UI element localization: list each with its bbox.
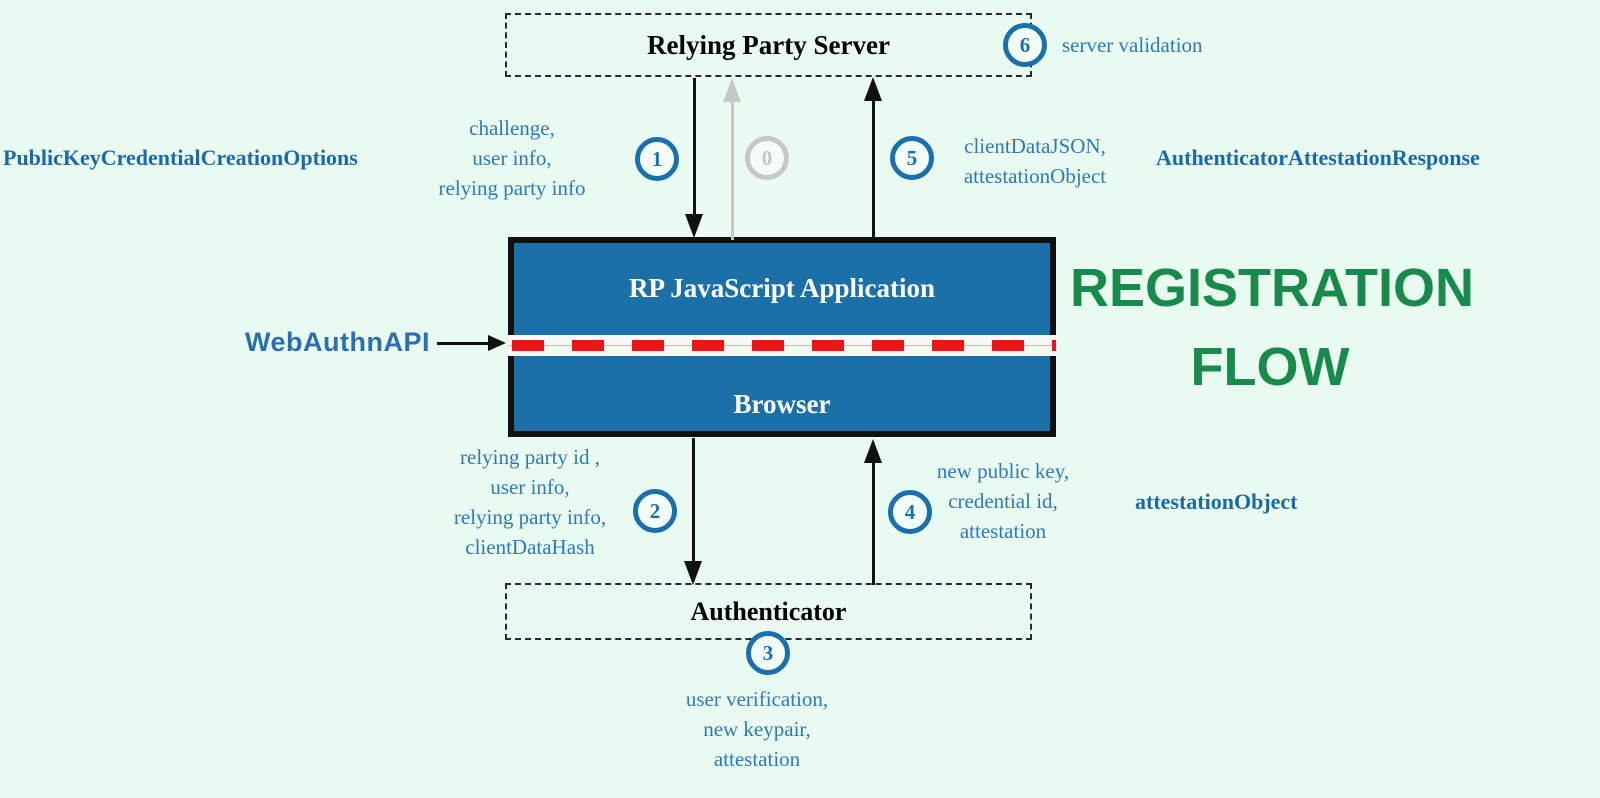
step-5-payload: clientDataJSON, attestationObject (885, 131, 1185, 191)
page-title-line1: REGISTRATION (1070, 258, 1474, 318)
step-4-payload: new public key, credential id, attestati… (853, 456, 1153, 546)
webauthn-api-label: WebAuthnAPI (245, 327, 430, 357)
step-3-number: 3 (762, 640, 774, 665)
arrow-step5-up-head (864, 77, 882, 101)
relying-party-server-label: Relying Party Server (647, 29, 890, 60)
step-2-number: 2 (649, 498, 661, 523)
step-4-badge: 4 (888, 490, 932, 534)
step-0-number: 0 (761, 145, 773, 170)
step-3-line: new keypair, (703, 717, 811, 741)
arrow-step4-line (872, 463, 875, 585)
page-title-line2: FLOW (1190, 337, 1350, 397)
step-3-badge: 3 (746, 631, 790, 675)
step-2-badge: 2 (633, 489, 677, 533)
browser-application-box: RP JavaScript Application Browser (508, 237, 1056, 437)
step-4-line: attestation (959, 519, 1047, 543)
api-boundary-red-dashes (512, 340, 1056, 351)
arrow-step1-down-head (685, 214, 703, 238)
step-4-line: new public key, (936, 459, 1070, 483)
webauthn-arrow-head (488, 335, 506, 351)
step-2-line: clientDataHash (465, 535, 595, 559)
webauthn-arrow-line (437, 342, 489, 345)
step-6-label: server validation (1062, 33, 1203, 57)
step-1-line: user info, (472, 146, 552, 170)
browser-label: Browser (733, 389, 831, 419)
step-2-payload: relying party id , user info, relying pa… (380, 442, 680, 562)
step-1-line: relying party info (438, 176, 586, 200)
page-title: REGISTRATION FLOW (1070, 249, 1474, 407)
rp-js-application-label: RP JavaScript Application (628, 273, 936, 303)
step-6-badge: 6 (1003, 23, 1047, 67)
step-1-line: challenge, (469, 116, 555, 140)
step-2-line: user info, (490, 475, 570, 499)
step-0-badge: 0 (745, 136, 789, 180)
creation-options-annotation: PublicKeyCredentialCreationOptions (3, 145, 358, 170)
step-5-badge: 5 (890, 136, 934, 180)
arrow-step0-line (731, 102, 734, 240)
step-4-line: credential id, (948, 489, 1058, 513)
step-3-payload: user verification, new keypair, attestat… (607, 684, 907, 774)
arrow-step1-line (693, 78, 696, 214)
attestation-object-annotation: attestationObject (1135, 489, 1298, 514)
webauthn-api-boundary (508, 335, 1056, 356)
step-1-number: 1 (651, 146, 663, 171)
step-4-number: 4 (904, 499, 916, 524)
authenticator-label: Authenticator (690, 596, 847, 626)
arrow-step4-up-head (864, 439, 882, 463)
step-5-line: attestationObject (963, 164, 1107, 188)
attestation-response-annotation: AuthenticatorAttestationResponse (1156, 145, 1480, 170)
step-3-line: attestation (713, 747, 801, 771)
step-3-line: user verification, (685, 687, 829, 711)
step-2-line: relying party id , (460, 445, 600, 469)
step-2-line: relying party info, (453, 505, 607, 529)
arrow-step0-up-head (723, 78, 741, 102)
step-6-number: 6 (1019, 32, 1031, 57)
arrow-step5-line (872, 101, 875, 238)
relying-party-server-box: Relying Party Server (505, 13, 1032, 77)
step-1-badge: 1 (635, 137, 679, 181)
step-5-line: clientDataJSON, (964, 134, 1106, 158)
step-1-payload: challenge, user info, relying party info (362, 113, 662, 203)
step-5-number: 5 (906, 145, 918, 170)
arrow-step2-line (692, 438, 695, 561)
arrow-step2-down-head (684, 561, 702, 585)
